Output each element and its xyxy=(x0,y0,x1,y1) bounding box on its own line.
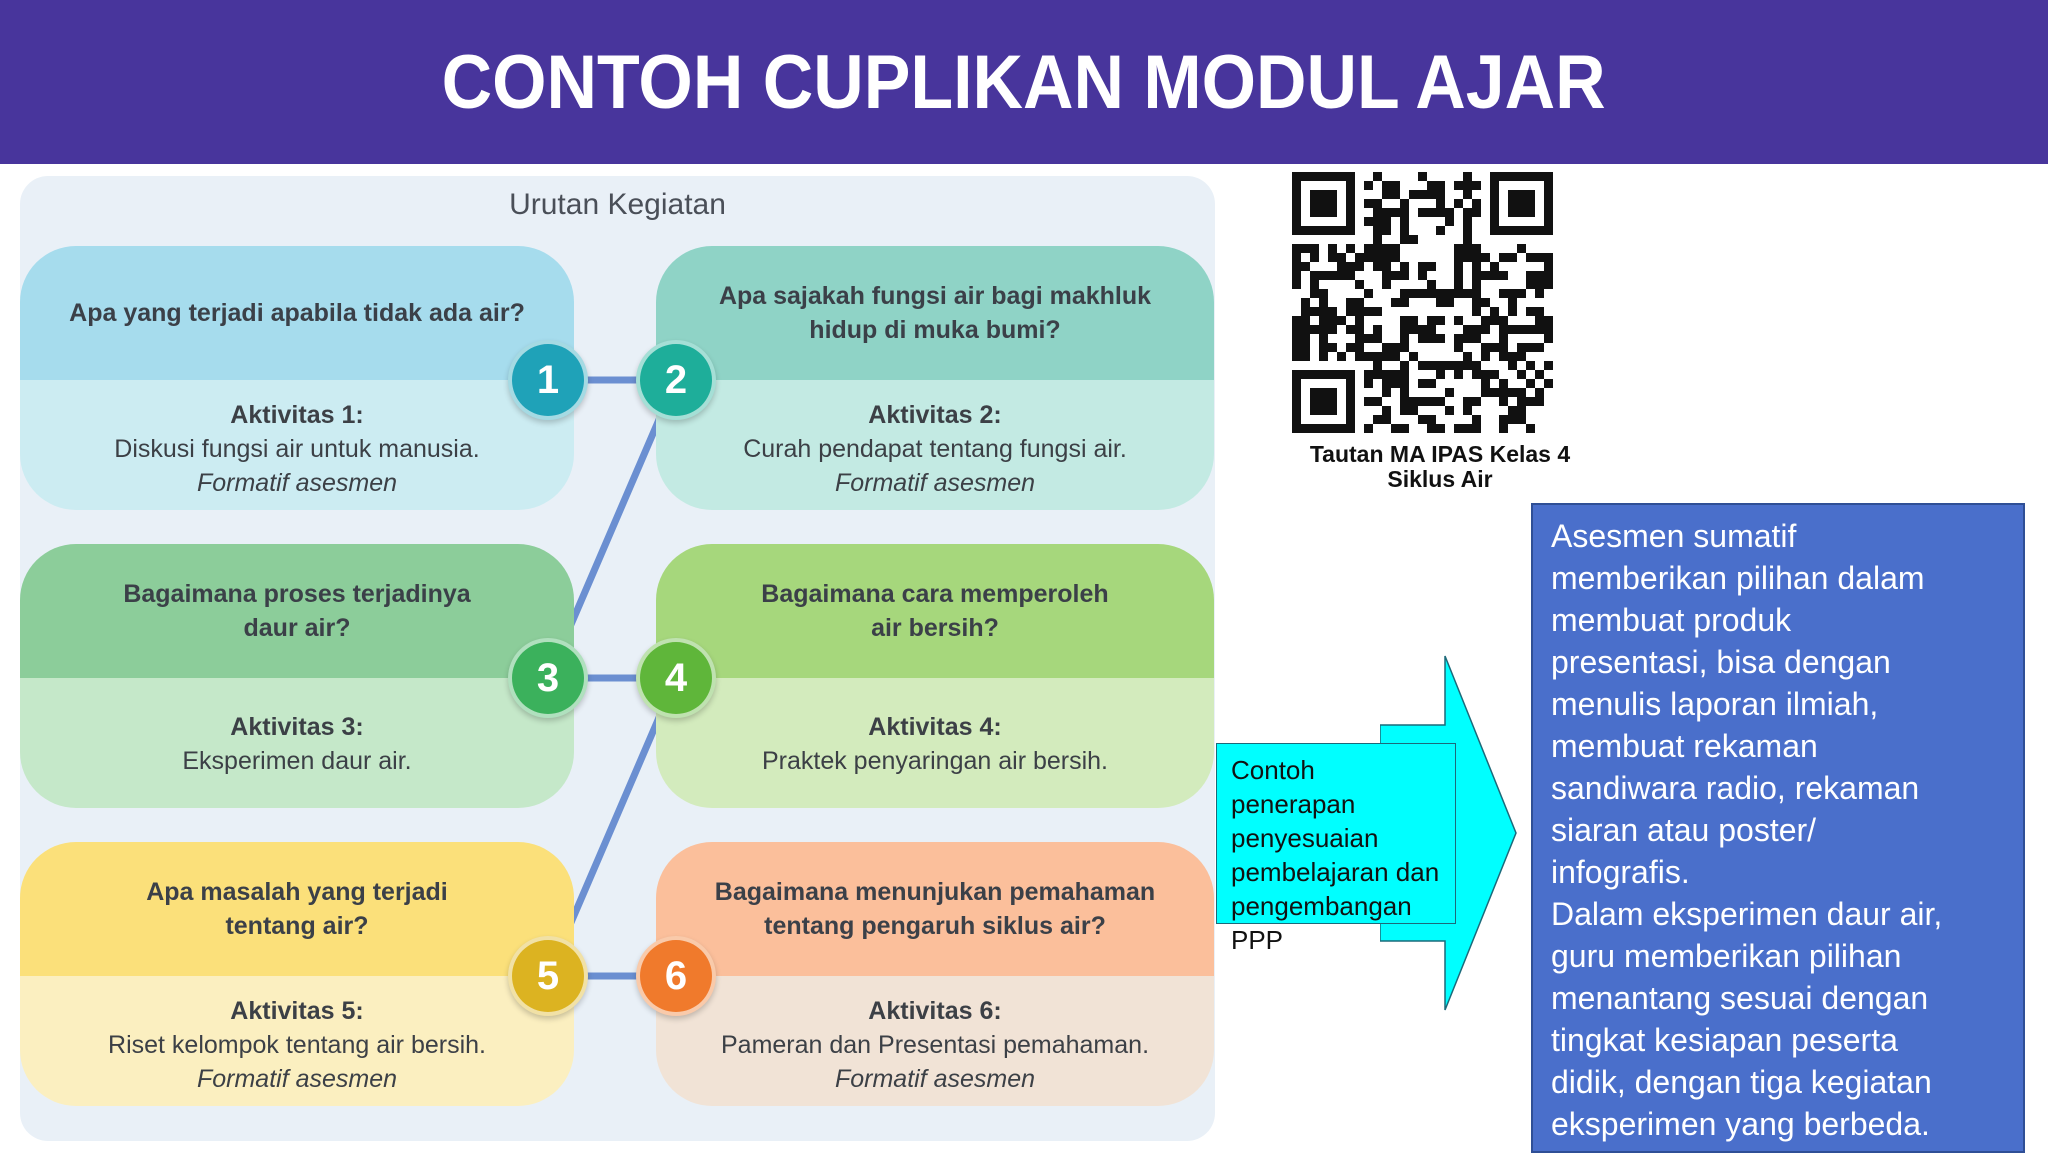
step-activity: Aktivitas 4: Praktek penyaringan air ber… xyxy=(656,710,1214,778)
note-line: guru memberikan pilihan xyxy=(1551,938,1902,974)
note-line: presentasi, bisa dengan xyxy=(1551,644,1891,680)
step-activity: Aktivitas 1: Diskusi fungsi air untuk ma… xyxy=(20,398,574,500)
activity-title: Aktivitas 6: xyxy=(868,997,1002,1025)
note-line: infografis. xyxy=(1551,854,1690,890)
step-question: Bagaimana cara memperoleh air bersih? xyxy=(761,580,1109,642)
step-badge-6: 6 xyxy=(636,936,716,1016)
panel-title: Urutan Kegiatan xyxy=(509,188,726,221)
note-line: didik, dengan tiga kegiatan xyxy=(1551,1064,1932,1100)
note-line: menantang sesuai dengan xyxy=(1551,980,1929,1016)
qr-code-icon xyxy=(1288,168,1558,438)
assessment-label: Formatif asesmen xyxy=(834,1065,1036,1093)
activity-description: Praktek penyaringan air bersih. xyxy=(761,747,1109,775)
note-line: tingkat kesiapan peserta xyxy=(1551,1022,1898,1058)
assessment-label: Formatif asesmen xyxy=(196,1065,398,1093)
step-badge-5: 5 xyxy=(508,936,588,1016)
activity-description: Eksperimen daur air. xyxy=(182,747,412,775)
qr-code-image[interactable] xyxy=(1288,168,1558,438)
qr-caption: Tautan MA IPAS Kelas 4 Siklus Air xyxy=(1280,442,1600,492)
note-line: eksperimen yang berbeda. xyxy=(1551,1106,1930,1142)
note-line: menulis laporan ilmiah, xyxy=(1551,686,1879,722)
activity-description: Riset kelompok tentang air bersih. xyxy=(108,1031,486,1059)
slide-title: CONTOH CUPLIKAN MODUL AJAR xyxy=(441,39,1607,125)
activity-title: Aktivitas 3: xyxy=(230,713,364,741)
slide-header: CONTOH CUPLIKAN MODUL AJAR xyxy=(0,0,2048,164)
step-activity: Aktivitas 2: Curah pendapat tentang fung… xyxy=(656,398,1214,500)
qr-caption-line-1: Tautan MA IPAS Kelas 4 xyxy=(1309,441,1571,467)
step-question: Bagaimana menunjukan pemahaman tentang p… xyxy=(714,878,1156,940)
activity-description: Pameran dan Presentasi pemahaman. xyxy=(720,1031,1150,1059)
note-line: membuat rekaman xyxy=(1551,728,1818,764)
activity-title: Aktivitas 2: xyxy=(868,401,1002,429)
step-question: Apa masalah yang terjadi tentang air? xyxy=(146,878,448,940)
step-card-3: Bagaimana proses terjadinya daur air? Ak… xyxy=(20,544,574,808)
assessment-label: Formatif asesmen xyxy=(196,469,398,497)
step-card-6: Bagaimana menunjukan pemahaman tentang p… xyxy=(656,842,1214,1106)
qr-caption-line-2: Siklus Air xyxy=(1387,466,1493,492)
summative-assessment-note: Asesmen sumatif memberikan pilihan dalam… xyxy=(1531,503,2025,1153)
assessment-label: Formatif asesmen xyxy=(834,469,1036,497)
activity-title: Aktivitas 4: xyxy=(868,713,1002,741)
step-card-1: Apa yang terjadi apabila tidak ada air? … xyxy=(20,246,574,510)
step-question: Bagaimana proses terjadinya daur air? xyxy=(123,580,471,642)
activity-title: Aktivitas 1: xyxy=(230,401,364,429)
step-question: Apa yang terjadi apabila tidak ada air? xyxy=(69,299,525,327)
step-card-2: Apa sajakah fungsi air bagi makhluk hidu… xyxy=(656,246,1214,510)
activity-title: Aktivitas 5: xyxy=(230,997,364,1025)
step-badge-3: 3 xyxy=(508,638,588,718)
note-line: Dalam eksperimen daur air, xyxy=(1551,896,1943,932)
step-question: Apa sajakah fungsi air bagi makhluk hidu… xyxy=(718,282,1152,344)
step-badge-4: 4 xyxy=(636,638,716,718)
note-line: Asesmen sumatif xyxy=(1551,518,1797,554)
note-line: siaran atau poster/ xyxy=(1551,812,1817,848)
note-line: memberikan pilihan dalam xyxy=(1551,560,1925,596)
step-badge-2: 2 xyxy=(636,340,716,420)
step-card-5: Apa masalah yang terjadi tentang air? Ak… xyxy=(20,842,574,1106)
activity-description: Curah pendapat tentang fungsi air. xyxy=(743,435,1127,463)
step-activity: Aktivitas 3: Eksperimen daur air. xyxy=(20,710,574,778)
callout-box: Contoh penerapan penyesuaian pembelajara… xyxy=(1216,743,1456,955)
activity-description: Diskusi fungsi air untuk manusia. xyxy=(114,435,480,463)
note-line: sandiwara radio, rekaman xyxy=(1551,770,1920,806)
step-activity: Aktivitas 5: Riset kelompok tentang air … xyxy=(20,994,574,1096)
note-line: membuat produk xyxy=(1551,602,1792,638)
step-card-4: Bagaimana cara memperoleh air bersih? Ak… xyxy=(656,544,1214,808)
step-badge-1: 1 xyxy=(508,340,588,420)
step-activity: Aktivitas 6: Pameran dan Presentasi pema… xyxy=(656,994,1214,1096)
